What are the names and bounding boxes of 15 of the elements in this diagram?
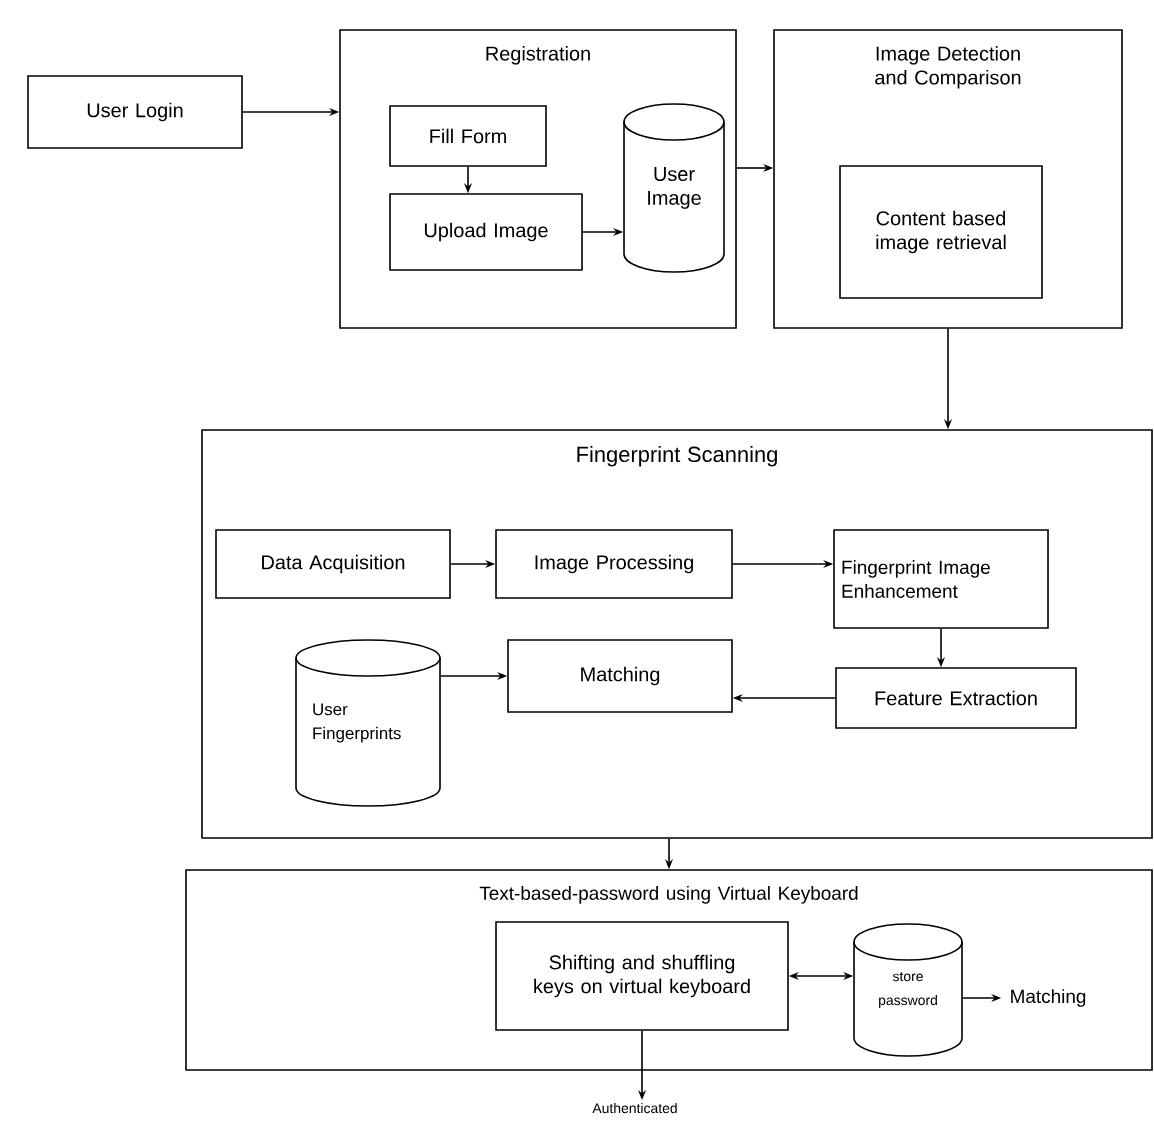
process-box: Matching <box>507 639 733 713</box>
process-box: Fill Form <box>389 105 547 167</box>
process-box: Content based image retrieval <box>839 165 1043 299</box>
database-cylinder: User Fingerprints <box>295 639 441 807</box>
node-label: User Fingerprints <box>313 703 401 743</box>
text-label: Matching <box>1011 989 1086 1007</box>
process-box: Shifting and shuffling keys on virtual keyboard <box>495 921 789 1031</box>
process-box: Data Acquisition <box>215 529 451 599</box>
process-box: Fingerprint Image Enhancement <box>833 529 1049 629</box>
process-box: User Login <box>27 75 243 149</box>
process-box: Image Processing <box>495 529 733 599</box>
database-cylinder: User Image <box>623 103 725 273</box>
node-label: User Image <box>648 167 701 209</box>
process-box: Feature Extraction <box>835 667 1077 729</box>
process-box: Upload Image <box>389 193 583 271</box>
